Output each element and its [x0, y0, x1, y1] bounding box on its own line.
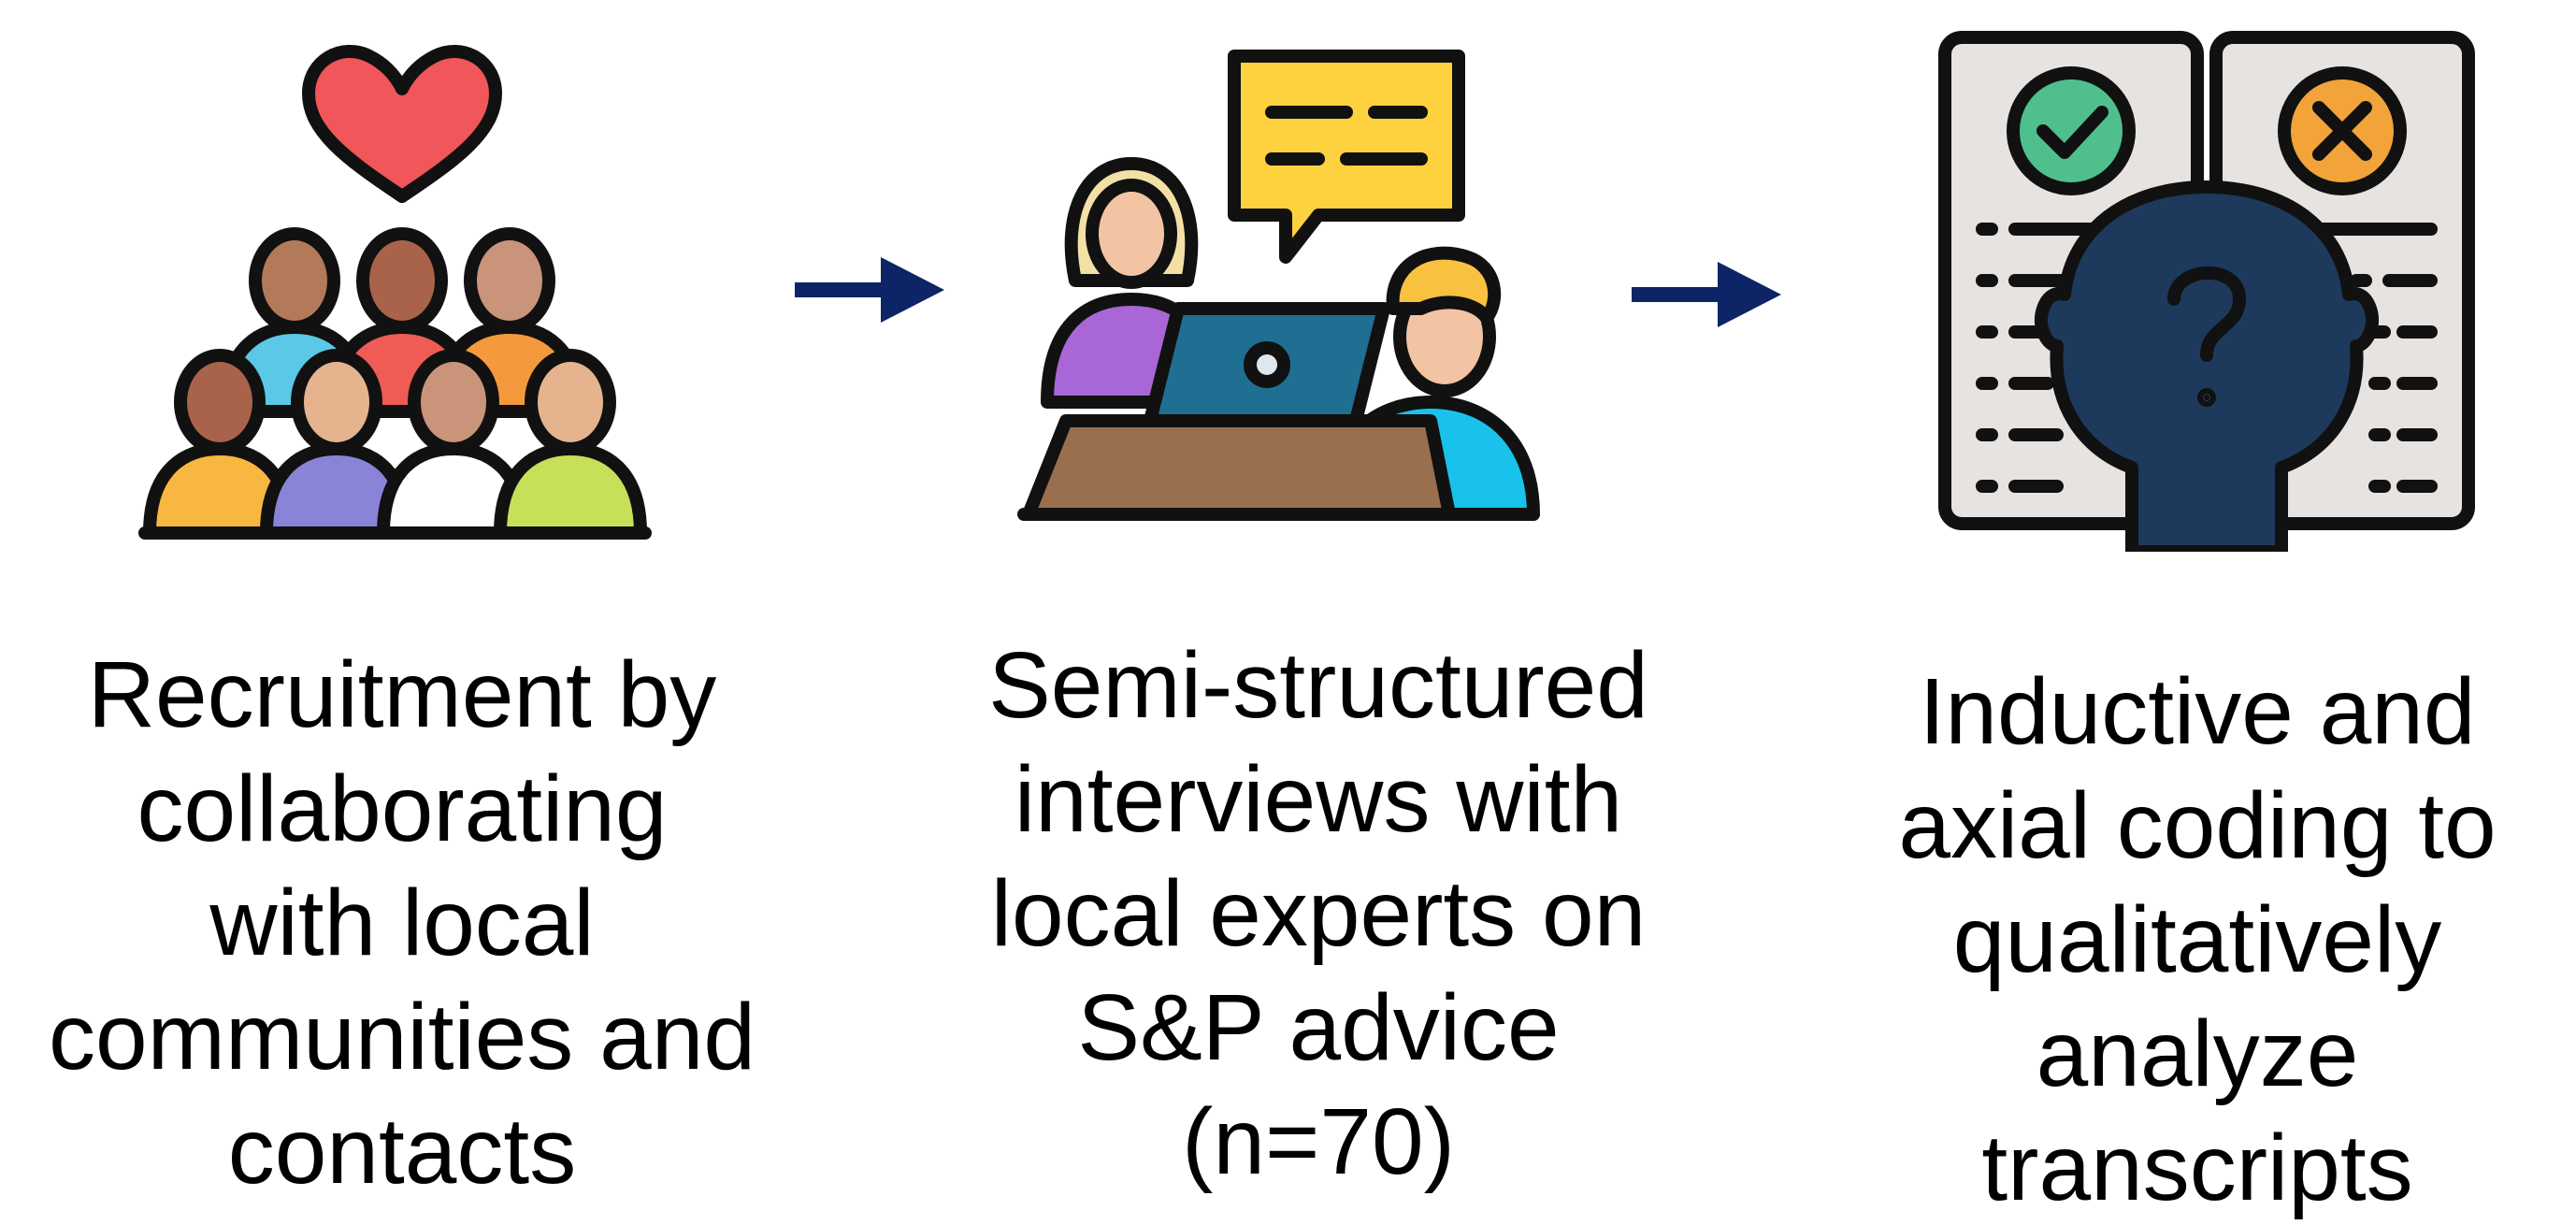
caption-line: interviews with: [1014, 747, 1623, 852]
step-1-caption: Recruitment by collaborating with local …: [9, 638, 795, 1208]
step-2-caption: Semi-structured interviews with local ex…: [926, 628, 1711, 1199]
coding-analysis-icon: [1917, 28, 2497, 552]
caption-line: Semi-structured: [988, 633, 1648, 738]
arrow-right-icon: [1632, 262, 1781, 327]
caption-line: transcripts: [1981, 1116, 2413, 1220]
interview-icon: [1010, 28, 1590, 552]
caption-line: analyze: [2036, 1002, 2359, 1106]
caption-line: communities and: [49, 985, 756, 1089]
caption-line: Recruitment by: [87, 642, 717, 747]
caption-line: with local: [209, 871, 595, 975]
caption-line: qualitatively: [1952, 887, 2442, 992]
caption-line: collaborating: [137, 757, 668, 861]
caption-line: contacts: [227, 1099, 577, 1203]
caption-line: S&P advice: [1077, 975, 1560, 1080]
caption-line: (n=70): [1182, 1089, 1455, 1194]
community-heart-icon: [112, 28, 692, 552]
arrow-right-icon: [795, 257, 944, 323]
step-3-caption: Inductive and axial coding to qualitativ…: [1833, 655, 2562, 1225]
caption-line: Inductive and: [1919, 659, 2476, 764]
caption-line: local experts on: [990, 861, 1647, 966]
caption-line: axial coding to: [1898, 773, 2497, 878]
